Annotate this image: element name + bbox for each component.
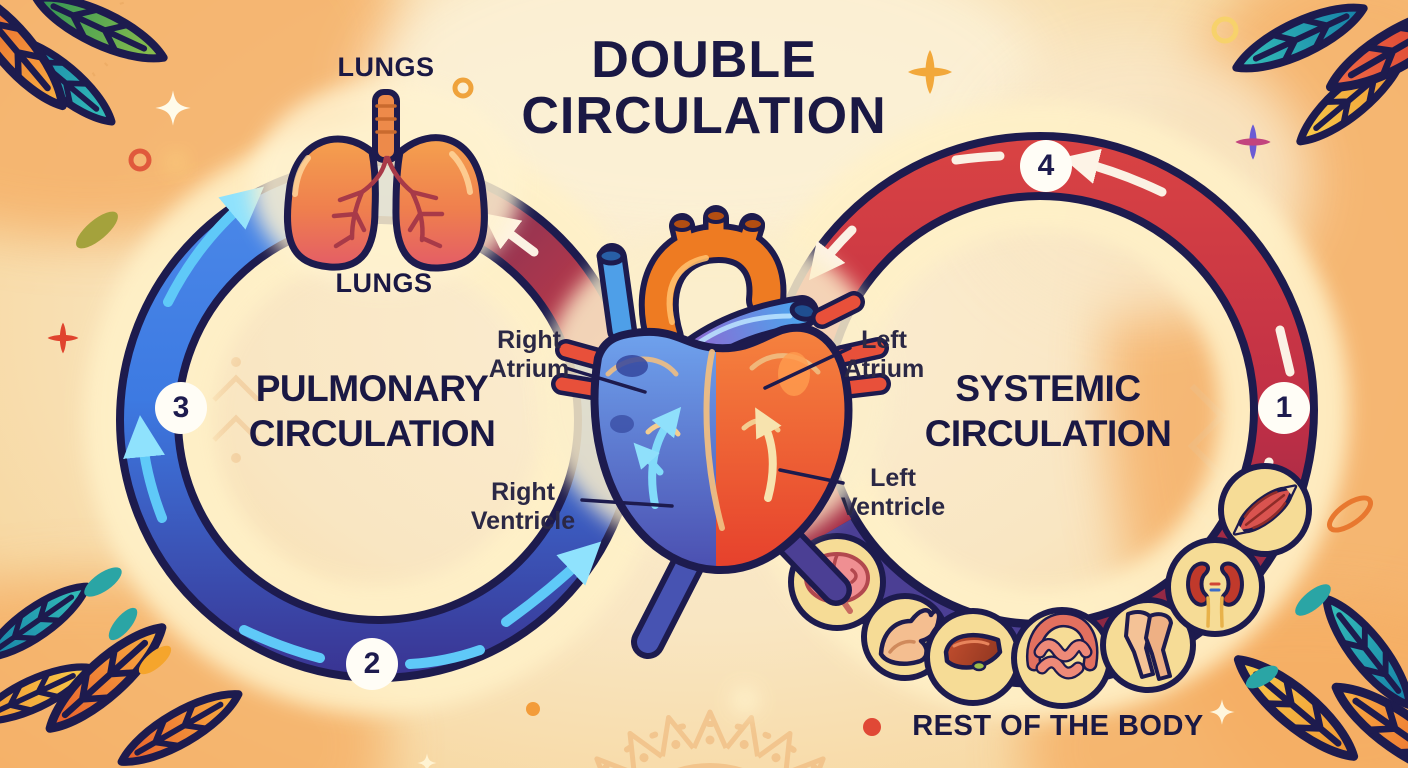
step-badge-3: 3 — [155, 382, 207, 434]
right-ventricle-line-1: Right — [491, 478, 555, 506]
rest-of-body-label: REST OF THE BODY — [912, 710, 1204, 742]
pulmonary-line-1: PULMONARY — [255, 368, 489, 409]
lungs-illustration — [251, 80, 521, 290]
right-atrium-line-1: Right — [497, 326, 561, 354]
right-atrium-line-2: Atrium — [488, 355, 570, 383]
page-title: DOUBLE CIRCULATION — [404, 32, 1004, 144]
lungs-label-top: LUNGS — [337, 52, 435, 82]
chevron-pattern-left — [212, 357, 260, 463]
systemic-circulation-label: SYSTEMIC CIRCULATION — [848, 366, 1248, 456]
organ-intestines-icon — [1011, 607, 1113, 709]
label-leader-lines — [564, 346, 852, 508]
left-ventricle-line-2: Ventricle — [840, 493, 946, 521]
pulmonary-line-2: CIRCULATION — [248, 413, 496, 454]
sparkles-and-dots — [47, 16, 1373, 768]
organ-liver-icon — [924, 608, 1022, 706]
flower-red — [47, 322, 79, 354]
systemic-line-2: CIRCULATION — [924, 413, 1172, 454]
left-atrium-label: Left Atrium — [784, 326, 984, 384]
heart-illustration — [541, 205, 891, 659]
left-atrium-line-2: Atrium — [843, 355, 925, 383]
left-ventricle-label: Left Ventricle — [793, 464, 993, 522]
organ-legs-icon — [1100, 597, 1196, 693]
right-ventricle-line-2: Ventricle — [470, 507, 576, 535]
right-atrium-label: Right Atrium — [429, 326, 629, 384]
lungs-label-bottom: LUNGS — [335, 268, 433, 298]
flower-gold — [908, 50, 952, 94]
step-badge-4: 4 — [1020, 140, 1072, 192]
mandala-sun — [550, 712, 870, 768]
organ-kidneys-icon — [1165, 537, 1265, 637]
left-ventricle-line-1: Left — [870, 464, 916, 492]
title-line-2: CIRCULATION — [521, 87, 887, 145]
blue-flow-arrows — [123, 186, 602, 669]
organ-muscle-fiber-icon — [1218, 463, 1312, 557]
pulmonary-circulation-label: PULMONARY CIRCULATION — [172, 366, 572, 456]
flower-purple — [1235, 124, 1271, 160]
right-ventricle-label: Right Ventricle — [423, 478, 623, 536]
left-atrium-line-1: Left — [861, 326, 907, 354]
systemic-line-1: SYSTEMIC — [955, 368, 1141, 409]
step-badge-1: 1 — [1258, 382, 1310, 434]
title-line-1: DOUBLE — [591, 31, 817, 89]
step-badge-2: 2 — [346, 638, 398, 690]
